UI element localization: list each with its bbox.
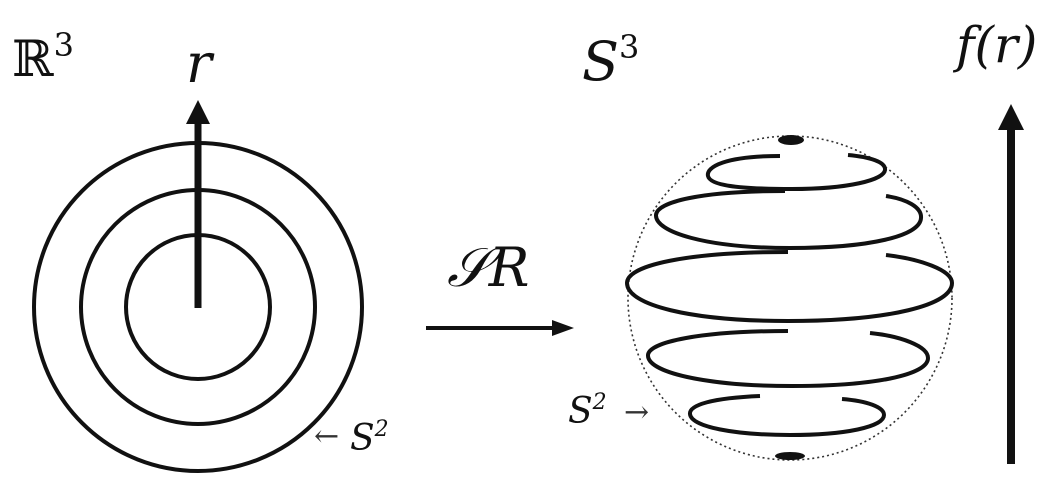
- map-arrow-head: [552, 320, 574, 336]
- s3-symbol: S: [582, 30, 619, 93]
- svg-text:S3: S3: [582, 28, 639, 93]
- s3-panel: S3 S2 →: [568, 28, 955, 461]
- r3-label: ℝ3: [12, 26, 74, 88]
- north-pole-point: [778, 135, 804, 145]
- s3-sphere-outline: [627, 135, 953, 461]
- svg-text:𝒮R: 𝒮R: [447, 236, 529, 299]
- south-pole-point: [775, 452, 805, 460]
- left-s2-symbol: S: [350, 418, 375, 459]
- r3-symbol: ℝ: [12, 30, 54, 88]
- r3-panel: ℝ3 r ← S2: [12, 26, 389, 473]
- radial-arrow-head: [186, 100, 210, 124]
- left-s2-annotation: ← S2: [314, 417, 389, 459]
- right-s2-symbol: S: [568, 391, 593, 432]
- left-s2-arrow: ←: [314, 419, 339, 454]
- svg-text:S2: S2: [350, 417, 389, 459]
- f-of-r-arrow-head: [998, 104, 1024, 130]
- map-panel: 𝒮R: [426, 236, 574, 336]
- s3-exponent: 3: [619, 28, 639, 66]
- right-s2-exponent: 2: [592, 390, 607, 415]
- f-of-r-label: f(r): [952, 16, 1037, 74]
- right-s2-annotation: S2 →: [568, 390, 649, 432]
- slice-4: [646, 329, 931, 389]
- radial-r-label: r: [186, 32, 215, 95]
- right-s2-arrow: →: [624, 395, 649, 430]
- left-s2-exponent: 2: [374, 417, 389, 442]
- slice-1: [705, 153, 887, 192]
- map-r: R: [488, 236, 530, 299]
- r3-exponent: 3: [54, 26, 74, 64]
- slice-5: [688, 394, 887, 438]
- f-of-r-panel: f(r): [952, 16, 1037, 464]
- slice-2: [654, 189, 923, 251]
- svg-text:S2: S2: [568, 390, 607, 432]
- slice-3-equator: [624, 250, 955, 324]
